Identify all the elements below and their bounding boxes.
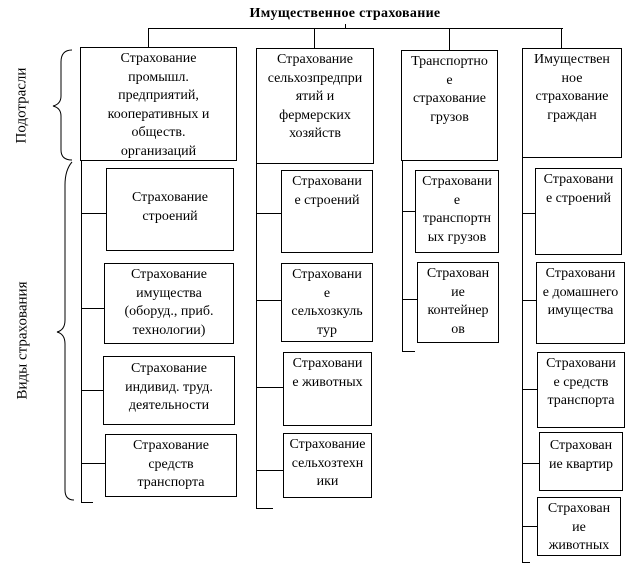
type-box: Страховани е животных bbox=[283, 352, 372, 426]
branch bbox=[522, 300, 537, 301]
subsectors-brace bbox=[52, 49, 73, 161]
trunk-end bbox=[256, 508, 273, 509]
type-box: Страховани е транспортн ых грузов bbox=[415, 170, 499, 253]
type-box: Страхование индивид. труд. деятельности bbox=[103, 356, 235, 425]
diagram-title: Имущественное страхование bbox=[249, 6, 441, 21]
type-box: Страхование имущества (оборуд., приб. те… bbox=[104, 263, 234, 344]
type-box: Страхование сельхозтехн ики bbox=[283, 433, 372, 498]
branch bbox=[256, 300, 282, 301]
types-brace bbox=[56, 161, 75, 501]
type-box: Страховани е средств транспорта bbox=[537, 352, 625, 428]
branch bbox=[81, 213, 107, 214]
type-box: Страхование средств транспорта bbox=[105, 434, 237, 497]
branch bbox=[522, 389, 538, 390]
branch bbox=[256, 213, 282, 214]
branch bbox=[256, 387, 284, 388]
branch bbox=[81, 308, 105, 309]
branch bbox=[402, 211, 416, 212]
trunk-col3 bbox=[402, 160, 403, 352]
branch bbox=[522, 526, 538, 527]
branch bbox=[81, 390, 104, 391]
top-connector-horizontal bbox=[148, 28, 563, 29]
top-connector-vertical bbox=[345, 24, 346, 29]
connector-col2 bbox=[314, 28, 315, 48]
connector-col4 bbox=[561, 28, 562, 48]
subsector-box-cargo: Транспортно е страхование грузов bbox=[401, 50, 498, 161]
type-box: Страховани е сельхозкуль тур bbox=[281, 263, 373, 342]
side-label-subsectors: Подотрасли bbox=[13, 67, 30, 144]
branch bbox=[522, 213, 536, 214]
branch bbox=[522, 463, 540, 464]
subsector-box-agricultural: Страхование сельхозпредпри ятий и фермер… bbox=[256, 48, 374, 164]
type-box: Страхован ие животных bbox=[537, 497, 621, 556]
side-label-types: Виды страхования bbox=[14, 281, 31, 400]
branch bbox=[402, 299, 418, 300]
braces bbox=[52, 49, 75, 501]
connector-col1 bbox=[148, 28, 149, 47]
type-box: Страховани е строений bbox=[535, 168, 622, 255]
trunk-end bbox=[81, 502, 93, 503]
type-box: Страхование строений bbox=[106, 168, 234, 251]
connector-col3 bbox=[449, 28, 450, 50]
subsector-box-industrial: Страхование промышл. предприятий, коопер… bbox=[80, 47, 237, 161]
trunk-end bbox=[402, 351, 415, 352]
type-box: Страхован ие контейнер ов bbox=[417, 262, 499, 343]
trunk-col1 bbox=[81, 160, 82, 503]
subsector-box-citizens: Имуществен ное страхование граждан bbox=[522, 48, 622, 158]
type-box: Страхован ие квартир bbox=[539, 432, 623, 491]
branch bbox=[81, 463, 106, 464]
type-box: Страховани е домашнего имущества bbox=[536, 262, 625, 344]
type-box: Страховани е строений bbox=[281, 170, 373, 253]
trunk-col4 bbox=[522, 157, 523, 563]
branch bbox=[256, 470, 284, 471]
trunk-col2 bbox=[256, 163, 257, 509]
